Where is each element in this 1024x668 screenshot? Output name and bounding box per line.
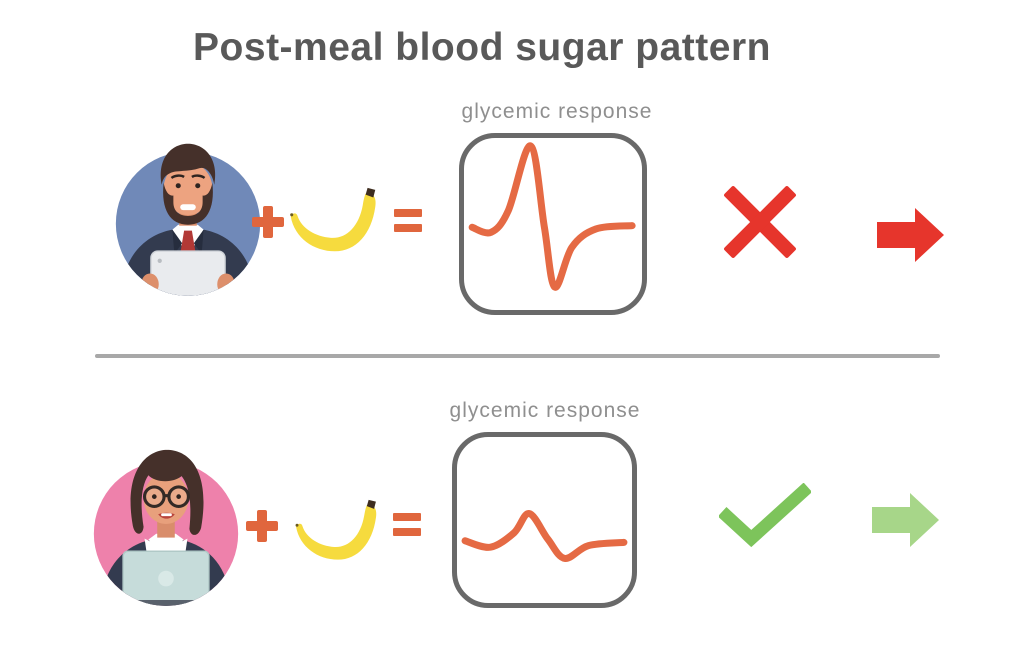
plus-icon — [252, 206, 284, 238]
arrow-right-green-icon — [872, 491, 940, 549]
banana-icon — [284, 186, 382, 258]
arrow-right-red-icon — [877, 207, 945, 263]
equals-icon — [393, 513, 421, 536]
divider-line — [95, 354, 940, 358]
glycemic-response-label: glycemic response — [461, 100, 653, 123]
woman-avatar-illustration — [93, 449, 239, 606]
equals-icon — [394, 209, 422, 232]
check-mark-icon — [717, 482, 813, 549]
man-avatar-illustration — [115, 143, 261, 296]
banana-icon — [289, 498, 383, 566]
glycemic-response-label: glycemic response — [449, 399, 641, 422]
glycemic-response-chart-gentle — [452, 432, 637, 608]
x-mark-icon — [723, 185, 797, 259]
glycemic-response-chart-spiky — [459, 133, 647, 315]
response-curve-spiky — [472, 146, 632, 287]
response-curve-gentle — [465, 514, 624, 559]
page-title: Post-meal blood sugar pattern — [193, 26, 771, 69]
plus-icon — [246, 510, 278, 542]
woman-avatar — [88, 436, 244, 608]
man-avatar — [110, 130, 266, 298]
